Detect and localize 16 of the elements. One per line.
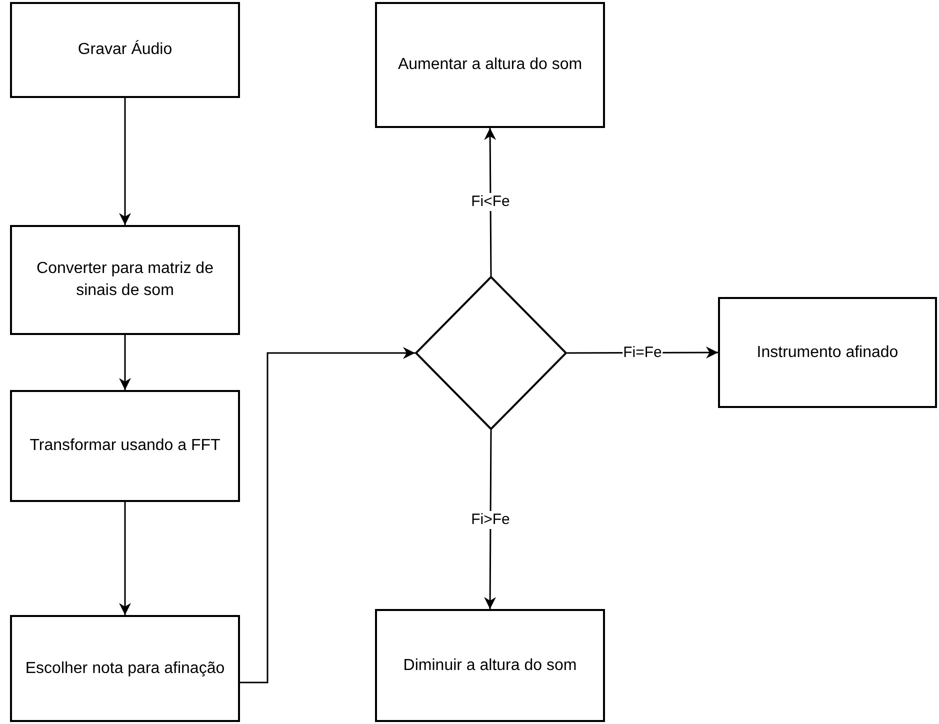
process-box: Gravar Áudio <box>10 2 240 98</box>
arrow <box>119 98 131 225</box>
arrow <box>119 335 131 390</box>
edge-label: Fi<Fe <box>470 193 511 211</box>
arrow <box>240 347 415 684</box>
arrow <box>484 128 496 276</box>
process-box: Converter para matriz de sinais de som <box>10 225 240 335</box>
process-box: Escolher nota para afinação <box>10 615 240 722</box>
process-box: Instrumento afinado <box>718 297 937 408</box>
process-box: Aumentar a altura do som <box>375 2 605 128</box>
decision-diamond <box>415 276 567 430</box>
process-box: Diminuir a altura do som <box>375 609 605 722</box>
arrow <box>484 430 496 609</box>
arrow <box>119 502 131 615</box>
edge-label: Fi>Fe <box>470 510 511 528</box>
process-box: Transformar usando a FFT <box>10 390 240 502</box>
